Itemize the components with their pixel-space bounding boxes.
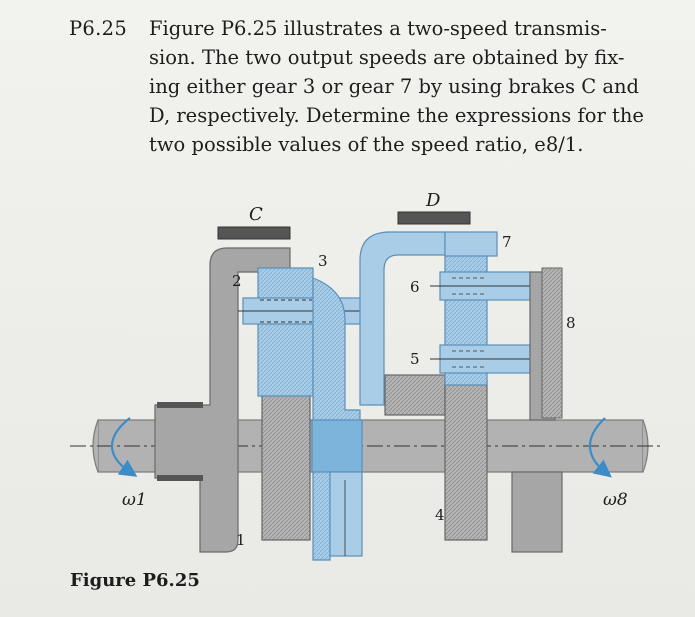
brake-c-label: C — [249, 204, 263, 225]
gear-8-carrier — [511, 267, 563, 553]
gear-8-label: 8 — [566, 314, 576, 332]
gear-7 — [444, 231, 498, 257]
gear-1-label: 1 — [236, 531, 246, 549]
omega-out-arrow — [588, 417, 612, 478]
problem-line: Figure P6.25 illustrates a two-speed tra… — [149, 17, 607, 40]
problem-statement: P6.25 Figure P6.25 illustrates a two-spe… — [69, 14, 675, 159]
brake-c — [217, 226, 291, 240]
omega-out-label: ω8 — [603, 490, 628, 510]
gear-2-label: 2 — [232, 272, 242, 290]
gear-3-label: 3 — [318, 252, 328, 270]
carrier-right — [311, 231, 446, 557]
problem-text: Figure P6.25 illustrates a two-speed tra… — [149, 14, 675, 159]
gear-5-6 — [430, 254, 545, 386]
gear-2 — [238, 267, 380, 397]
problem-line: ing either gear 3 or gear 7 by using bra… — [149, 75, 640, 98]
carrier-left — [154, 247, 291, 553]
problem-line: sion. The two output speeds are obtained… — [149, 46, 625, 69]
gear-4-label: 4 — [435, 506, 445, 524]
figure-caption: Figure P6.25 — [70, 570, 200, 591]
omega-in-label: ω1 — [122, 490, 147, 510]
gear-5-label: 5 — [410, 350, 420, 368]
gear-4 — [384, 374, 488, 541]
gear-6-label: 6 — [410, 278, 420, 296]
brake-d — [397, 211, 471, 225]
gear-7-label: 7 — [502, 233, 512, 251]
problem-number: P6.25 — [69, 17, 128, 40]
problem-line: two possible values of the speed ratio, … — [149, 133, 584, 156]
brake-d-label: D — [425, 190, 441, 211]
problem-line: D, respectively. Determine the expressio… — [149, 104, 644, 127]
omega-in-arrow — [110, 417, 138, 477]
